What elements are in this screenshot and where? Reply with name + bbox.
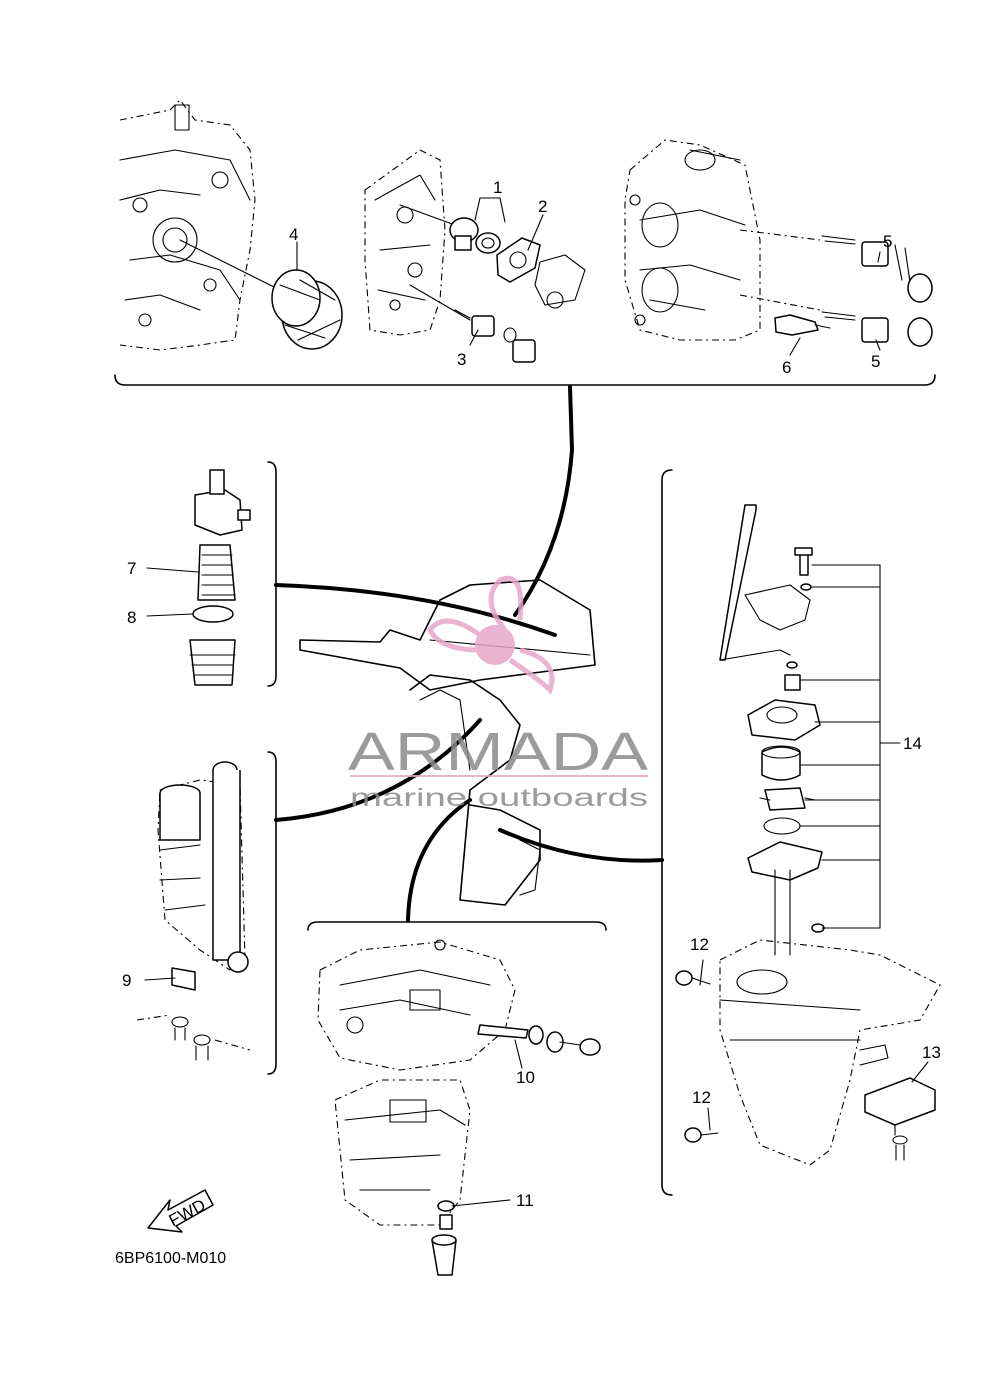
oil-strainer-part — [477, 1024, 601, 1056]
callout-1: 1 — [493, 178, 502, 197]
watermark-tagline: marine outboards — [350, 784, 648, 812]
trim-unit — [136, 761, 251, 1061]
drain-plug-part — [431, 1200, 457, 1276]
cylinder-head-right — [624, 139, 821, 341]
callout-9: 9 — [122, 971, 131, 990]
propeller-logo-icon — [427, 576, 555, 695]
lower-unit-housing — [719, 869, 941, 1166]
bolts-12 — [675, 970, 719, 1143]
lower-unit-panel — [661, 469, 941, 1196]
forward-arrow: FWD — [147, 1189, 214, 1233]
callout-13: 13 — [922, 1043, 941, 1062]
callout-5a: 5 — [883, 232, 892, 251]
trim-unit-panel — [136, 751, 277, 1075]
water-pump-kit — [719, 504, 825, 933]
callout-12a: 12 — [690, 935, 709, 954]
top-group-frame — [114, 374, 936, 386]
callout-11: 11 — [516, 1191, 534, 1210]
cylinder-block-left — [119, 99, 281, 351]
callout-7: 7 — [127, 559, 136, 578]
callout-3: 3 — [457, 350, 466, 369]
armada-watermark: ARMADA marine outboards — [348, 576, 648, 812]
anode-part — [454, 309, 536, 363]
anode-upper — [821, 235, 933, 303]
cylinder-head-mid — [364, 149, 471, 336]
callout-4: 4 — [289, 225, 298, 244]
watermark-brand: ARMADA — [348, 722, 648, 782]
connection-lines — [274, 385, 664, 922]
anode-trim-tab — [864, 1077, 936, 1161]
drawing-code: 6BP6100-M010 — [115, 1250, 226, 1267]
engine-base — [317, 939, 516, 1226]
callout-14: 14 — [903, 734, 922, 753]
spark-plug — [774, 314, 831, 336]
callout-6: 6 — [782, 358, 791, 377]
gasket-part — [496, 237, 586, 309]
fuel-filter-panel — [146, 461, 277, 687]
callout-5b: 5 — [871, 352, 880, 371]
oil-pan-panel — [307, 921, 607, 1276]
callout-8: 8 — [127, 608, 136, 627]
oil-filter — [271, 269, 343, 350]
top-leaders — [296, 197, 881, 356]
thermostat-part — [449, 217, 501, 254]
callout-12b: 12 — [692, 1088, 711, 1107]
anode-lower — [821, 311, 933, 347]
callout-2: 2 — [538, 197, 547, 216]
callout-10: 10 — [516, 1068, 535, 1087]
callout-labels: 1 2 3 4 5 5 6 7 8 9 10 11 12 12 13 14 — [122, 178, 941, 1210]
fuel-filter-assembly — [189, 469, 251, 686]
